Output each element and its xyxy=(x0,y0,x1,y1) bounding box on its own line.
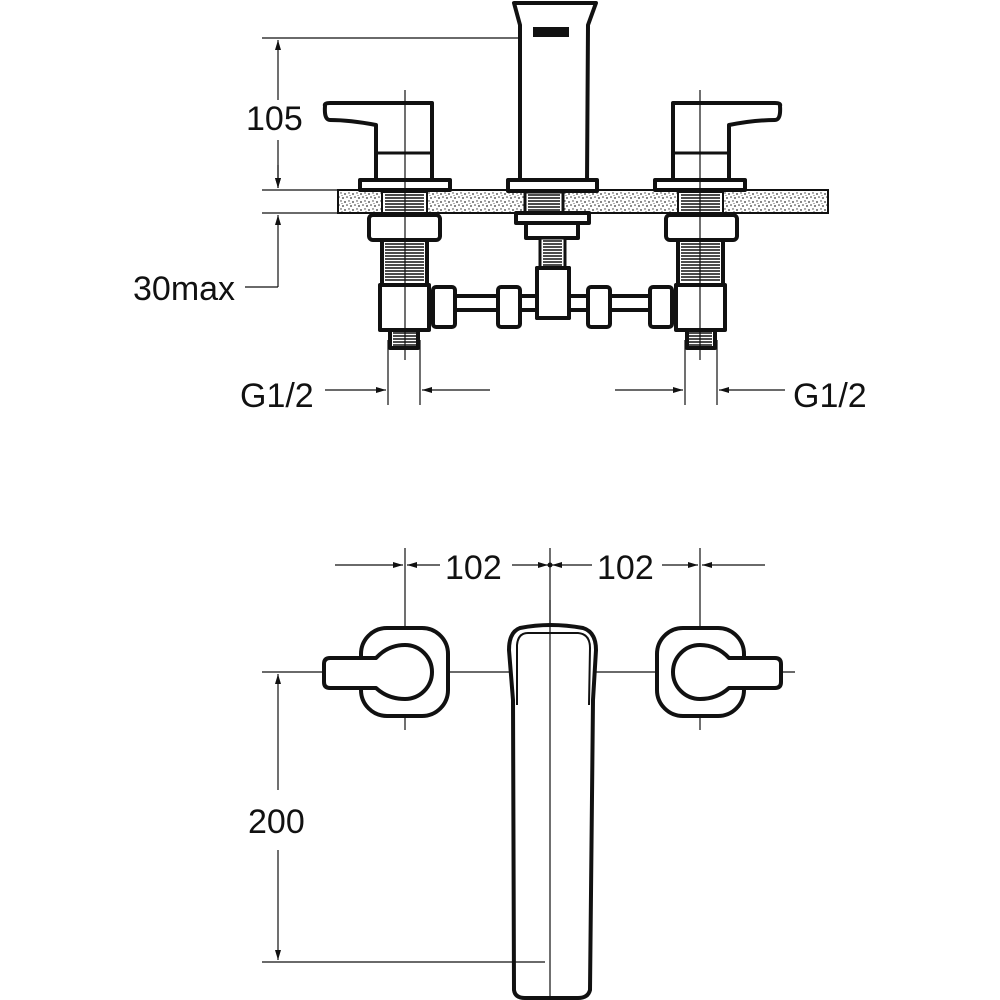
height-label: 105 xyxy=(246,100,303,138)
right-spacing-label: 102 xyxy=(597,549,654,587)
side-view xyxy=(322,1,829,360)
top-view xyxy=(262,548,795,1000)
dimension-g12-right: G1/2 xyxy=(615,340,867,415)
right-connection-label: G1/2 xyxy=(793,377,867,415)
left-handle-top xyxy=(322,626,450,718)
connector-pipes xyxy=(431,266,674,329)
deck-thickness-label: 30max xyxy=(133,270,235,308)
right-handle-top xyxy=(655,626,783,718)
dimension-200: 200 xyxy=(248,674,545,963)
dimension-102-right: 102 xyxy=(547,549,765,587)
spout-top xyxy=(507,600,598,1000)
dimension-30max: 30max xyxy=(133,165,281,308)
spout-reach-label: 200 xyxy=(248,803,305,841)
dimension-105: 105 xyxy=(246,37,520,214)
left-connection-label: G1/2 xyxy=(240,377,314,415)
dimension-g12-left: G1/2 xyxy=(240,340,490,415)
dimension-102-left: 102 xyxy=(335,549,548,587)
left-spacing-label: 102 xyxy=(445,549,502,587)
